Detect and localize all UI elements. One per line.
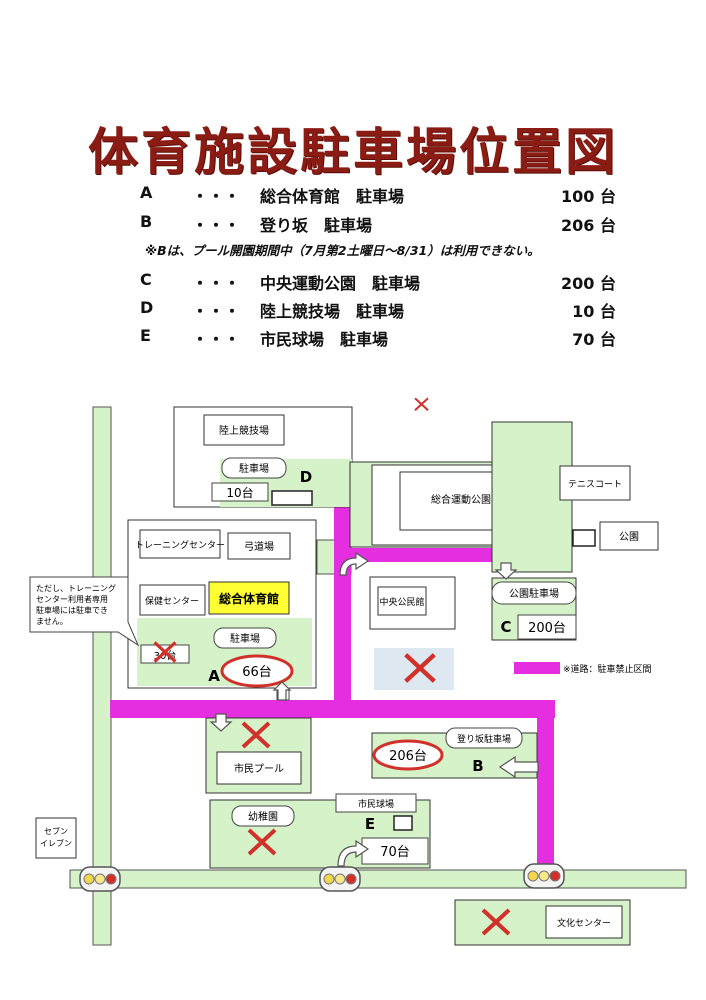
legend-name: 陸上競技場 駐車場 [260,302,405,321]
legend-key: E [140,326,151,345]
callout-line-1: ただし、トレーニング [36,583,116,593]
letter-a: A [208,667,220,685]
callout-line-3: 駐車場には駐車でき [36,605,108,615]
letter-b: B [472,757,483,775]
entrance-arrows [209,551,539,867]
seven-eleven: セブン イレブン [35,817,77,859]
legend-dots: ・・・ [192,274,241,293]
kyujo-label: 市民球場 [358,798,394,810]
noborizaka-area: 登り坂駐車場 206台 B [371,727,538,779]
letter-c: C [500,618,511,636]
entrance-arrow-a [272,681,292,701]
training-label: トレーニングセンター [135,539,225,551]
koen-parking-area: 公園駐車場 C 200台 [491,577,577,641]
road-legend: ※道路：駐車禁止区間 [514,662,652,675]
legend-row-e: E ・・・ 市民球場 駐車場 70 台 [140,326,616,349]
legend-row-d: D ・・・ 陸上競技場 駐車場 10 台 [140,298,616,321]
bunka-area: 文化センター [454,899,631,946]
legend-key: A [140,183,153,202]
legend-count: 100 台 [561,187,616,206]
kyudo-label: 弓道場 [244,540,274,553]
road-legend-label: ※道路：駐車禁止区間 [563,663,652,675]
legend-dots: ・・・ [192,302,241,321]
park-label: 公園 [619,531,639,543]
tennis-park-area: テニスコート 公園 [414,397,659,573]
page-title: 体育施設駐車場位置図 [88,122,618,181]
seven-line-2: イレブン [40,838,72,848]
count-b: 206台 [389,749,427,764]
yochien-label: 幼稚園 [248,810,278,823]
parking-d-label: 駐車場 [239,462,269,475]
legend-count: 70 台 [572,330,616,349]
yochien-kyujo-area: 幼稚園 市民球場 E 70台 [209,793,431,869]
entrance-arrow-e [337,839,370,867]
rikujo-label: 陸上競技場 [219,424,269,437]
traffic-signal-icon [319,866,361,892]
legend-dots: ・・・ [192,330,241,349]
tennis-label: テニスコート [568,479,622,490]
legend-row-b: B ・・・ 登り坂 駐車場 206 台 [140,212,616,235]
entrance-arrow-pool [209,713,233,732]
legend-count: 206 台 [561,216,616,235]
kominkan-area: 中央公民館 [369,576,456,690]
legend-key: D [140,298,154,317]
rikujo-area: 陸上競技場 駐車場 D 10台 [173,406,353,508]
legend-count: 200 台 [561,274,616,293]
parking-a-label: 駐車場 [230,632,260,645]
legend-row-a: A ・・・ 総合体育館 駐車場 100 台 [140,183,616,206]
callout-line-4: ません。 [36,617,68,626]
hoken-label: 保健センター [145,595,199,607]
noborizaka-label: 登り坂駐車場 [457,733,511,745]
bunka-label: 文化センター [557,917,611,929]
count-d: 10台 [226,485,253,500]
count-c: 200台 [528,621,566,636]
pool-area: 市民プール [205,717,312,794]
legend-count: 10 台 [572,302,616,321]
legend-name: 市民球場 駐車場 [260,330,389,349]
entrance-arrow-b [498,755,539,779]
legend-dots: ・・・ [192,187,241,206]
count-e: 70台 [380,845,410,860]
koen-parking-label: 公園駐車場 [509,587,559,600]
legend-name: 総合体育館 駐車場 [260,187,405,206]
entrance-arrow-c [494,562,518,580]
taiikukan-label: 総合体育館 [219,591,279,606]
traffic-signal-icon [523,863,565,889]
callout-line-2: センター利用者専用 [36,594,108,604]
legend-name: 登り坂 駐車場 [260,216,373,235]
entrance-arrow-d [339,551,370,576]
legend-dots: ・・・ [192,216,241,235]
pool-season-note: ※Bは、プール開園期間中（7月第2土曜日～8/31）は利用できない。 [145,243,540,258]
letter-e: E [365,815,375,833]
sogo-koen-label: 総合運動公園 [431,493,491,506]
seven-line-1: セブン [44,826,68,836]
count-a: 66台 [242,665,272,680]
traffic-signal-icon [79,866,121,892]
legend-name: 中央運動公園 駐車場 [260,274,421,293]
legend-key: C [140,270,152,289]
legend-key: B [140,212,153,231]
letter-d: D [300,468,312,486]
gym-area: トレーニングセンター 弓道場 保健センター 総合体育館 駐車場 A 66台 30… [127,519,317,701]
training-callout: ただし、トレーニング センター利用者専用 駐車場には駐車でき ません。 [29,576,140,647]
kominkan-label: 中央公民館 [379,596,424,608]
pool-label: 市民プール [234,762,284,775]
legend-row-c: C ・・・ 中央運動公園 駐車場 200 台 [140,270,616,293]
